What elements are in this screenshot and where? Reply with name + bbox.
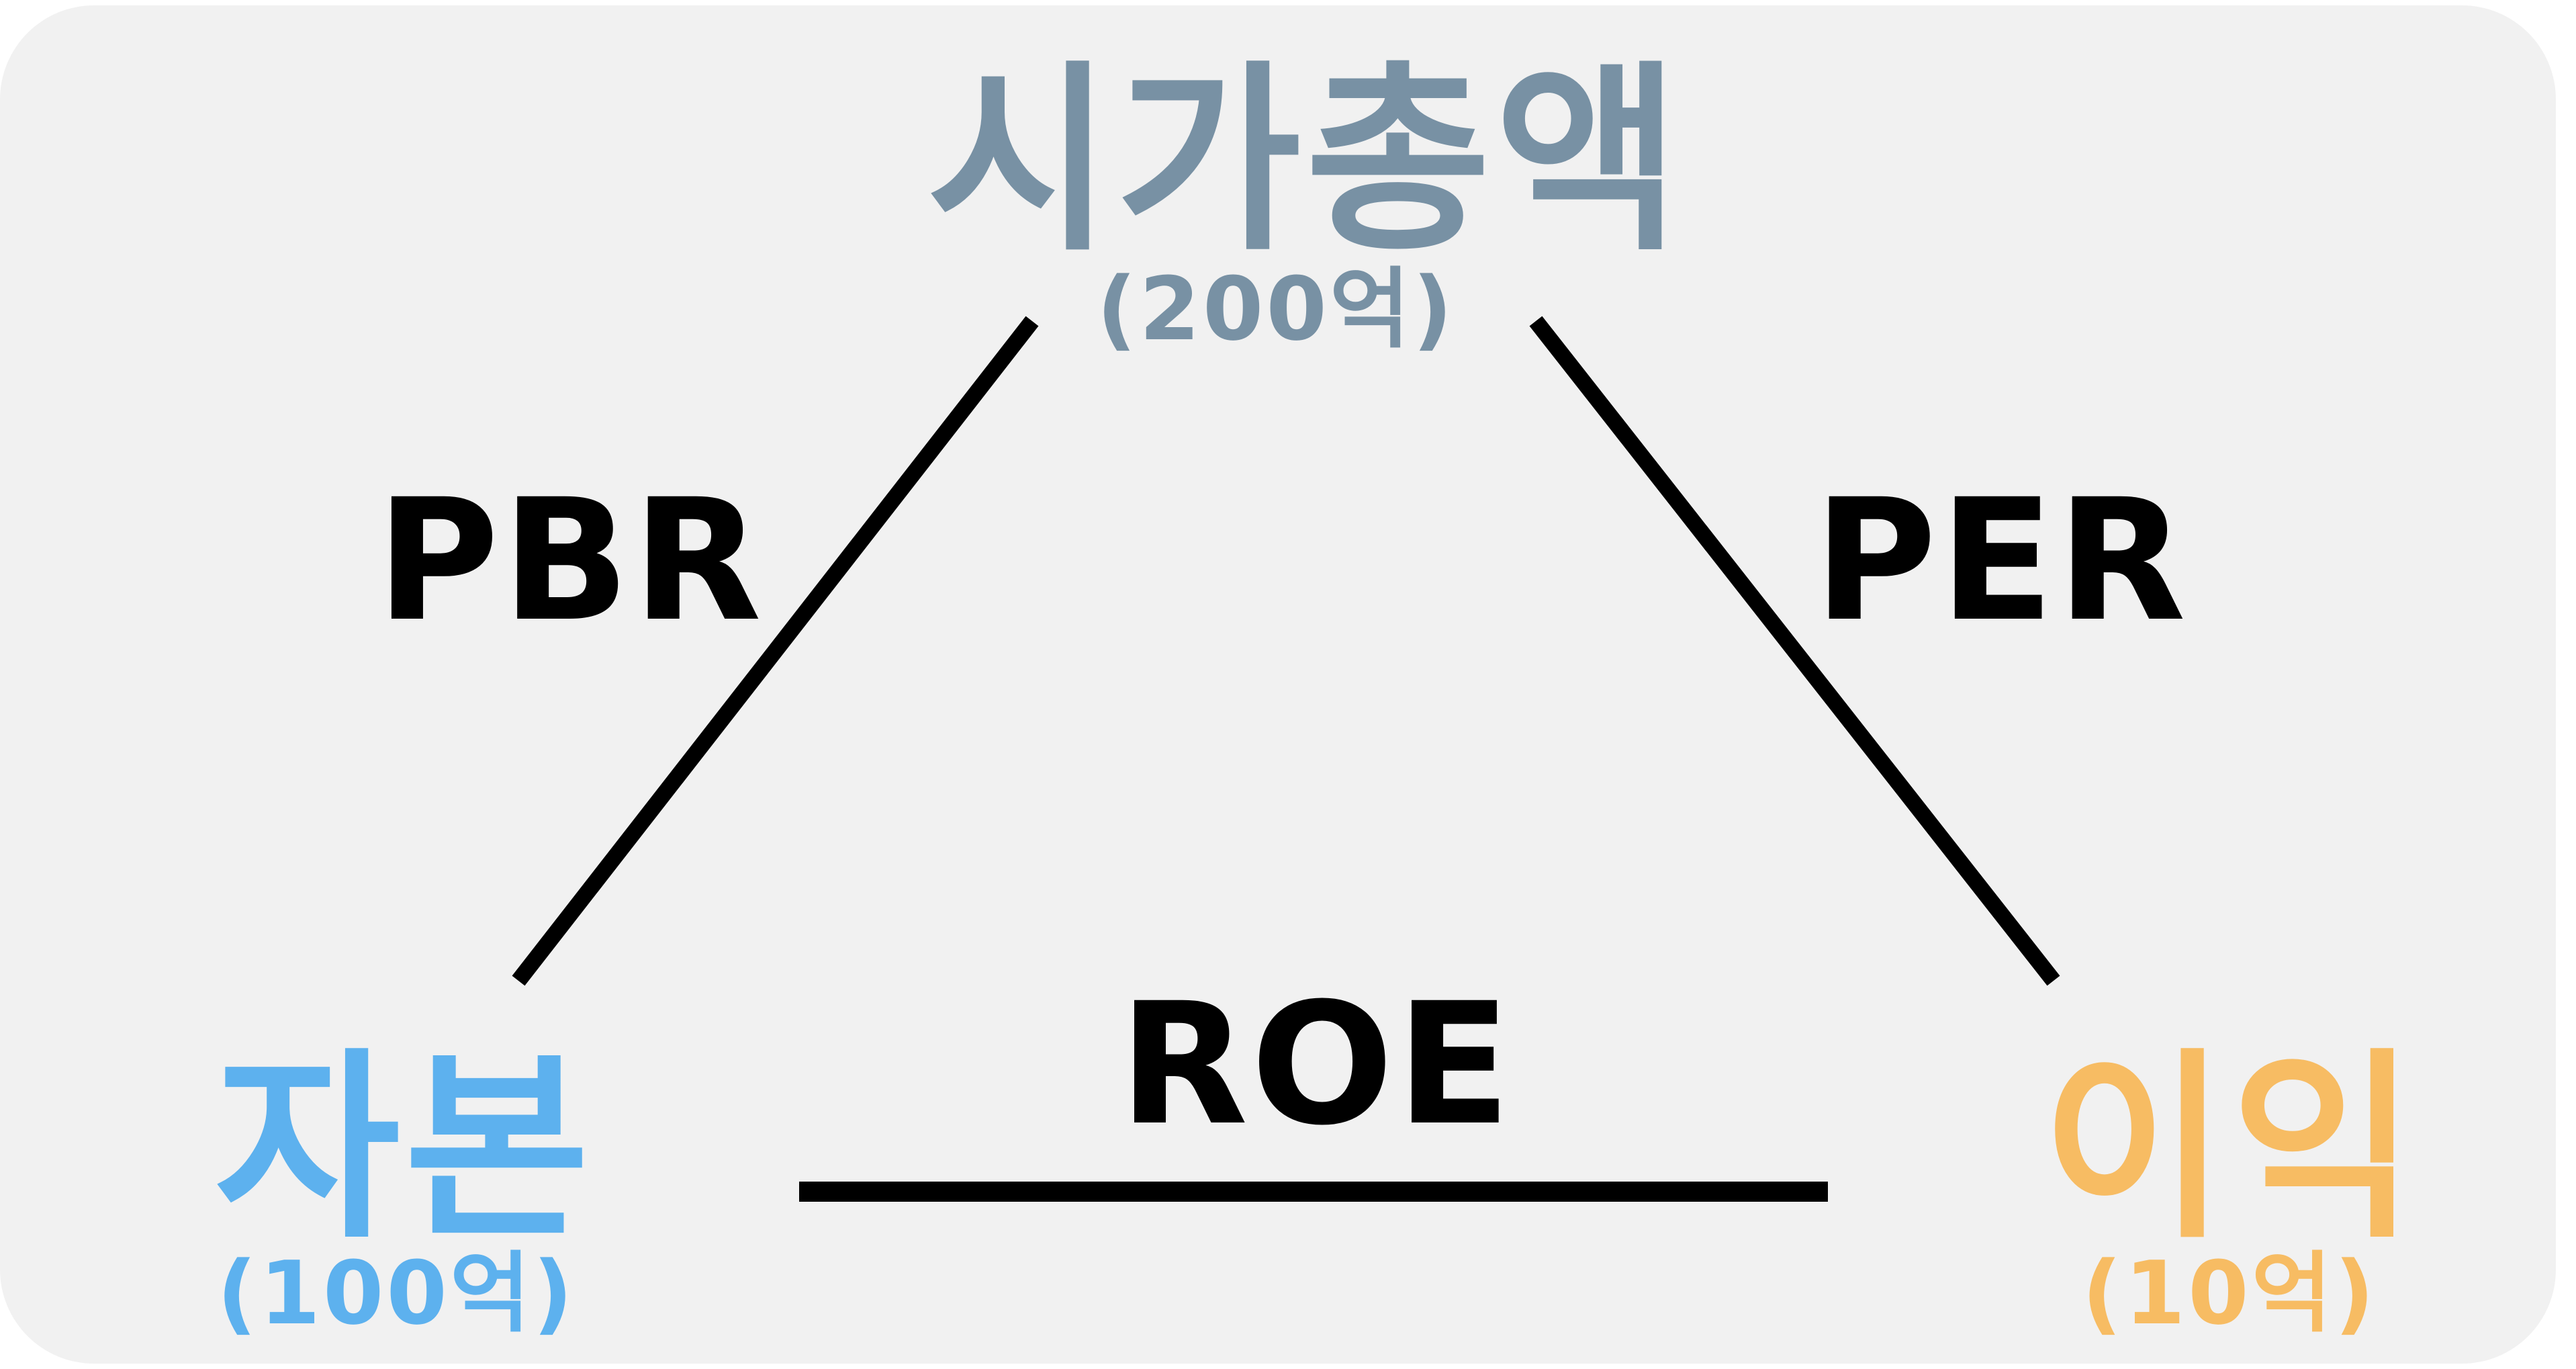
per-label: PER: [1813, 463, 2189, 658]
profit-value: (10억): [2082, 1242, 2377, 1344]
edge-line-per: [1529, 316, 2060, 986]
pbr-label: PBR: [376, 463, 765, 658]
market-cap-value: (200억): [1097, 258, 1455, 360]
equity-value: (100억): [217, 1242, 576, 1344]
edge-line-pbr: [512, 316, 1039, 986]
diagram-background: [0, 5, 2556, 1364]
profit-title: 이익: [2041, 1031, 2420, 1266]
roe-label: ROE: [1119, 967, 1514, 1162]
market-cap-title: 시가총액: [927, 44, 1684, 278]
equity-title: 자본: [215, 1031, 594, 1266]
